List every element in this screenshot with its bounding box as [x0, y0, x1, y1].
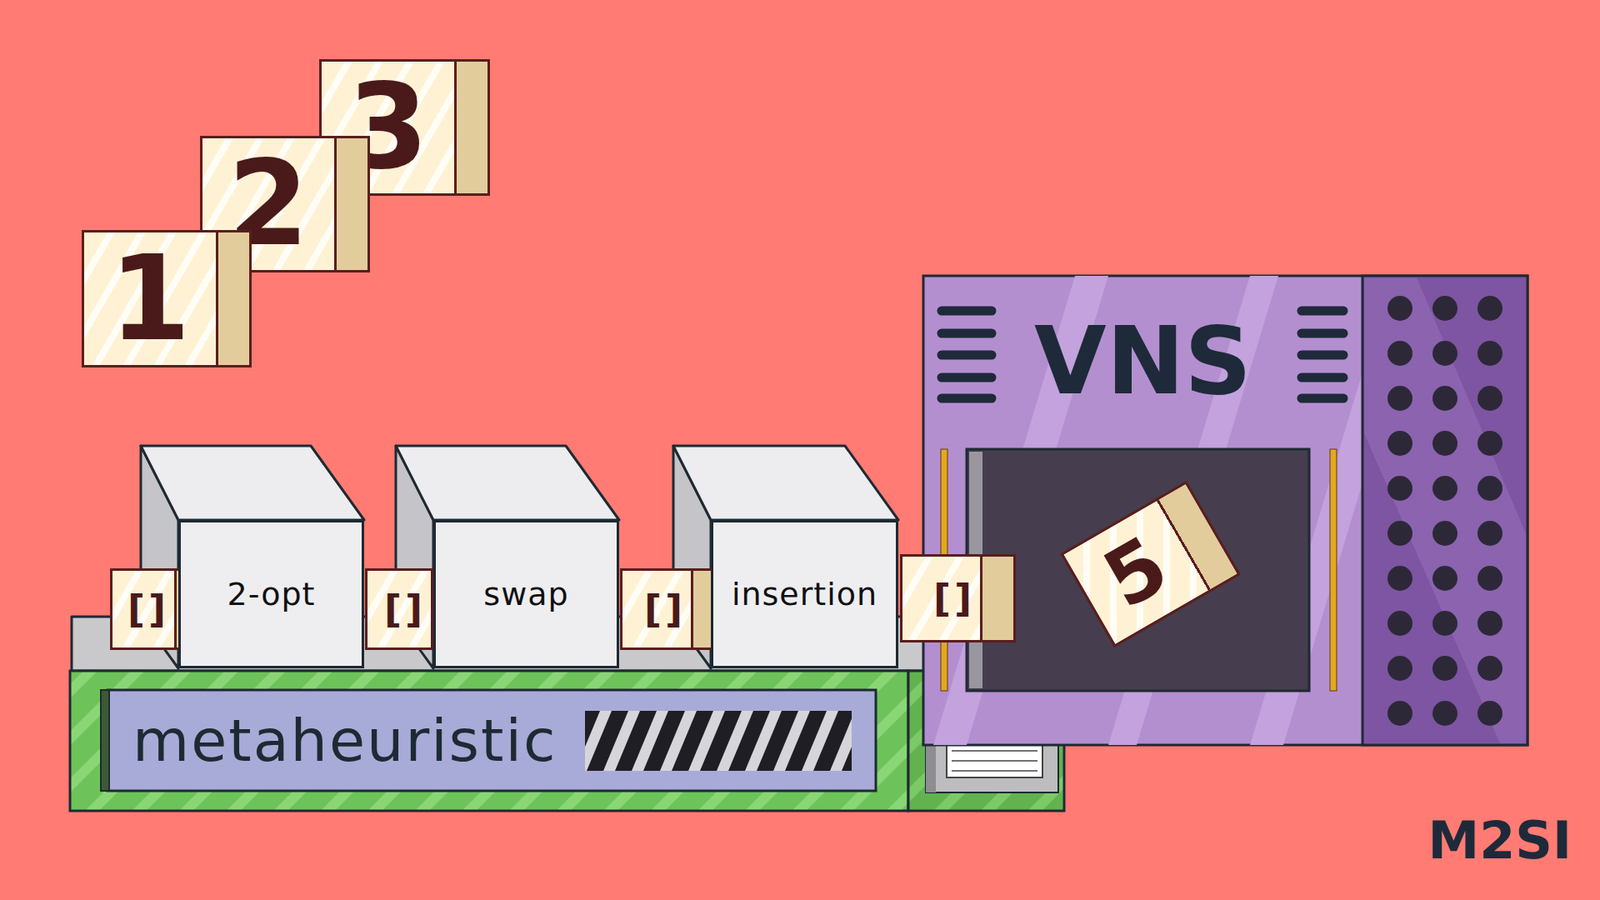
operator-box: 2-opt	[178, 520, 365, 669]
machine-body	[923, 275, 1528, 745]
machine-housing: VNS 5	[923, 275, 1363, 745]
box-label: []	[644, 590, 686, 629]
box-label: []	[933, 579, 975, 618]
number-card: 1	[81, 230, 252, 368]
box-label: 2-opt	[227, 578, 316, 610]
cube-top	[395, 445, 620, 520]
machine-window	[966, 449, 1310, 691]
speaker-dots	[1377, 285, 1513, 736]
rail	[1330, 449, 1337, 691]
label-panel	[107, 690, 876, 791]
watermark: M2SI	[1427, 810, 1572, 871]
panel-label: metaheuristic	[132, 711, 557, 770]
cube-top	[673, 445, 899, 520]
conveyor-base	[70, 670, 909, 811]
cube-faces	[140, 445, 899, 669]
operator-box: swap	[433, 520, 620, 669]
side-shine	[1364, 277, 1526, 744]
box-label: insertion	[731, 578, 878, 610]
box-label: swap	[483, 578, 569, 610]
machine-shine	[933, 275, 1363, 745]
input-card: 5	[1060, 480, 1241, 648]
operator-box: insertion	[710, 520, 899, 669]
box-label: 5	[1091, 524, 1180, 622]
label-panel: metaheuristic	[107, 690, 575, 791]
progress-hatch	[585, 710, 852, 771]
list-card: []	[900, 554, 1016, 643]
cube-top	[140, 445, 365, 520]
machine-title: VNS	[1034, 314, 1252, 408]
box-label: 1	[109, 240, 190, 358]
machine-side	[1362, 275, 1528, 745]
panel-edge	[100, 690, 110, 791]
box-label: []	[384, 590, 426, 629]
box-label: []	[127, 590, 170, 629]
